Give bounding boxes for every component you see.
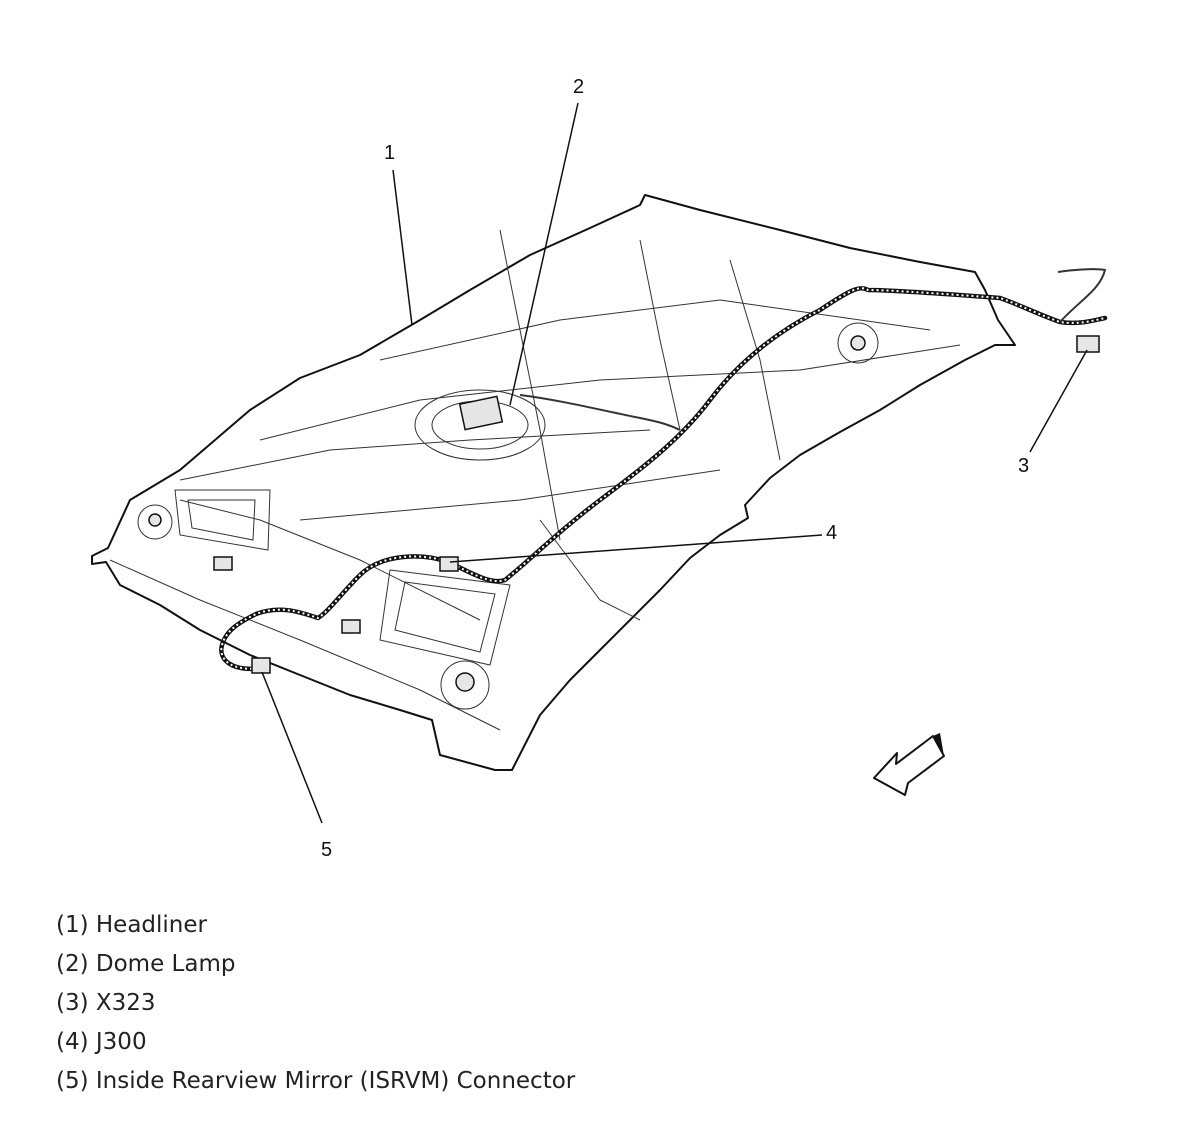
visor-clip [341, 619, 361, 634]
leader-line-5 [261, 671, 323, 824]
grab-handle-mount-inner [455, 672, 475, 692]
grab-handle-mount [440, 660, 490, 710]
callout-3: 3 [1018, 455, 1030, 477]
leader-line-3 [1029, 349, 1088, 453]
direction-arrow-shading [874, 733, 944, 795]
seam-line [109, 559, 501, 731]
legend-item-j300: (4) J300 [56, 1029, 147, 1055]
callout-4: 4 [826, 522, 838, 544]
seam-line [179, 429, 651, 481]
legend-item-isrvm-connector: (5) Inside Rearview Mirror (ISRVM) Conne… [56, 1068, 576, 1094]
x323-connector [1076, 335, 1100, 353]
visor-recess-right-inner [394, 581, 496, 653]
headliner-diagram [91, 102, 1108, 824]
grab-handle-mount [837, 322, 879, 364]
legend-item-headliner: (1) Headliner [56, 912, 207, 938]
seam-line [259, 344, 961, 441]
callout-2: 2 [573, 76, 585, 98]
callout-5: 5 [321, 839, 333, 861]
visor-clip-mount-inner [148, 513, 162, 527]
leader-line-2 [509, 102, 579, 406]
grab-handle-mount-inner [850, 335, 866, 351]
seam-line [499, 229, 561, 541]
wiring-branch [1057, 268, 1107, 323]
dome-lamp [458, 395, 504, 431]
wiring-harness [219, 285, 1108, 672]
isrvm-connector [251, 657, 271, 674]
visor-recess-left [174, 489, 271, 551]
leader-line-1 [392, 169, 413, 326]
seam-line [179, 499, 481, 621]
direction-arrow-icon [873, 735, 945, 796]
wiring-branch [519, 394, 681, 431]
legend-item-dome-lamp: (2) Dome Lamp [56, 951, 236, 977]
visor-recess-left-inner [187, 499, 256, 541]
visor-clip-mount [137, 504, 173, 540]
legend: (1) Headliner (2) Dome Lamp (3) X323 (4)… [56, 906, 575, 1101]
headliner-outline [91, 194, 1016, 771]
dome-lamp-recess [414, 389, 546, 461]
seam-line [639, 239, 681, 431]
seam-line [729, 259, 781, 461]
visor-clip [213, 556, 233, 571]
seam-line [299, 469, 721, 521]
visor-recess-right [379, 569, 511, 666]
seam-line [379, 299, 931, 361]
callout-1: 1 [384, 142, 396, 164]
legend-item-x323: (3) X323 [56, 990, 156, 1016]
leader-line-4 [449, 534, 823, 563]
seam-line [539, 519, 641, 621]
j300-connector [439, 556, 459, 572]
